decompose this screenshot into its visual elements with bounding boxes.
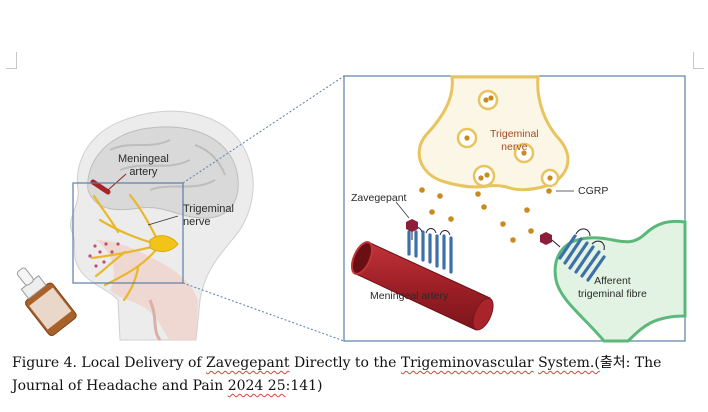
nasal-spray-icon [16, 267, 77, 336]
caption-text: Directly to the [289, 355, 401, 371]
label-afferent-trigeminal-fibre: Afferent trigeminal fibre [578, 275, 647, 300]
zoom-connector-bottom [182, 282, 345, 342]
figure-caption: Figure 4. Local Delivery of Zavegepant D… [12, 352, 702, 398]
receptor-fibre [558, 234, 606, 282]
afferent-fibre [553, 219, 687, 343]
caption-spell-flag-year: 2024 25 [227, 378, 286, 394]
label-trigeminal-nerve-inset: Trigeminal nerve [490, 128, 539, 153]
caption-spell-flag-zavegepant: Zavegepant [206, 355, 290, 371]
trigeminal-nerve-terminal [417, 75, 570, 192]
label-meningeal-artery-head: Meningeal artery [118, 153, 169, 178]
caption-text: Figure 4. Local Delivery of [12, 355, 207, 371]
label-zavegepant: Zavegepant [351, 192, 407, 204]
receptor-artery [407, 230, 453, 274]
zoom-connector-top [182, 75, 345, 184]
page-corner-mark-right [693, 52, 704, 69]
caption-spell-flag-trigeminovascular: Trigeminovascular [400, 355, 534, 371]
cgrp-particles [419, 187, 552, 243]
inset-panel [343, 75, 687, 343]
zoom-selection-box [72, 182, 184, 284]
label-meningeal-artery-inset: Meningeal artery [370, 290, 449, 302]
figure-illustration: Meningeal artery Trigeminal nerve Trigem… [16, 75, 687, 343]
page-corner-mark-left [6, 52, 17, 69]
label-cgrp: CGRP [578, 185, 609, 197]
label-trigeminal-nerve-head: Trigeminal nerve [183, 203, 234, 228]
caption-spell-flag-system: System.( [538, 355, 600, 371]
figure-svg [16, 75, 687, 343]
meningeal-artery-tube [350, 241, 494, 331]
zavegepant-molecule [406, 219, 418, 232]
caption-source: 출처: The Journal of Headache and Pain [12, 355, 662, 394]
caption-text: :141) [285, 378, 323, 394]
